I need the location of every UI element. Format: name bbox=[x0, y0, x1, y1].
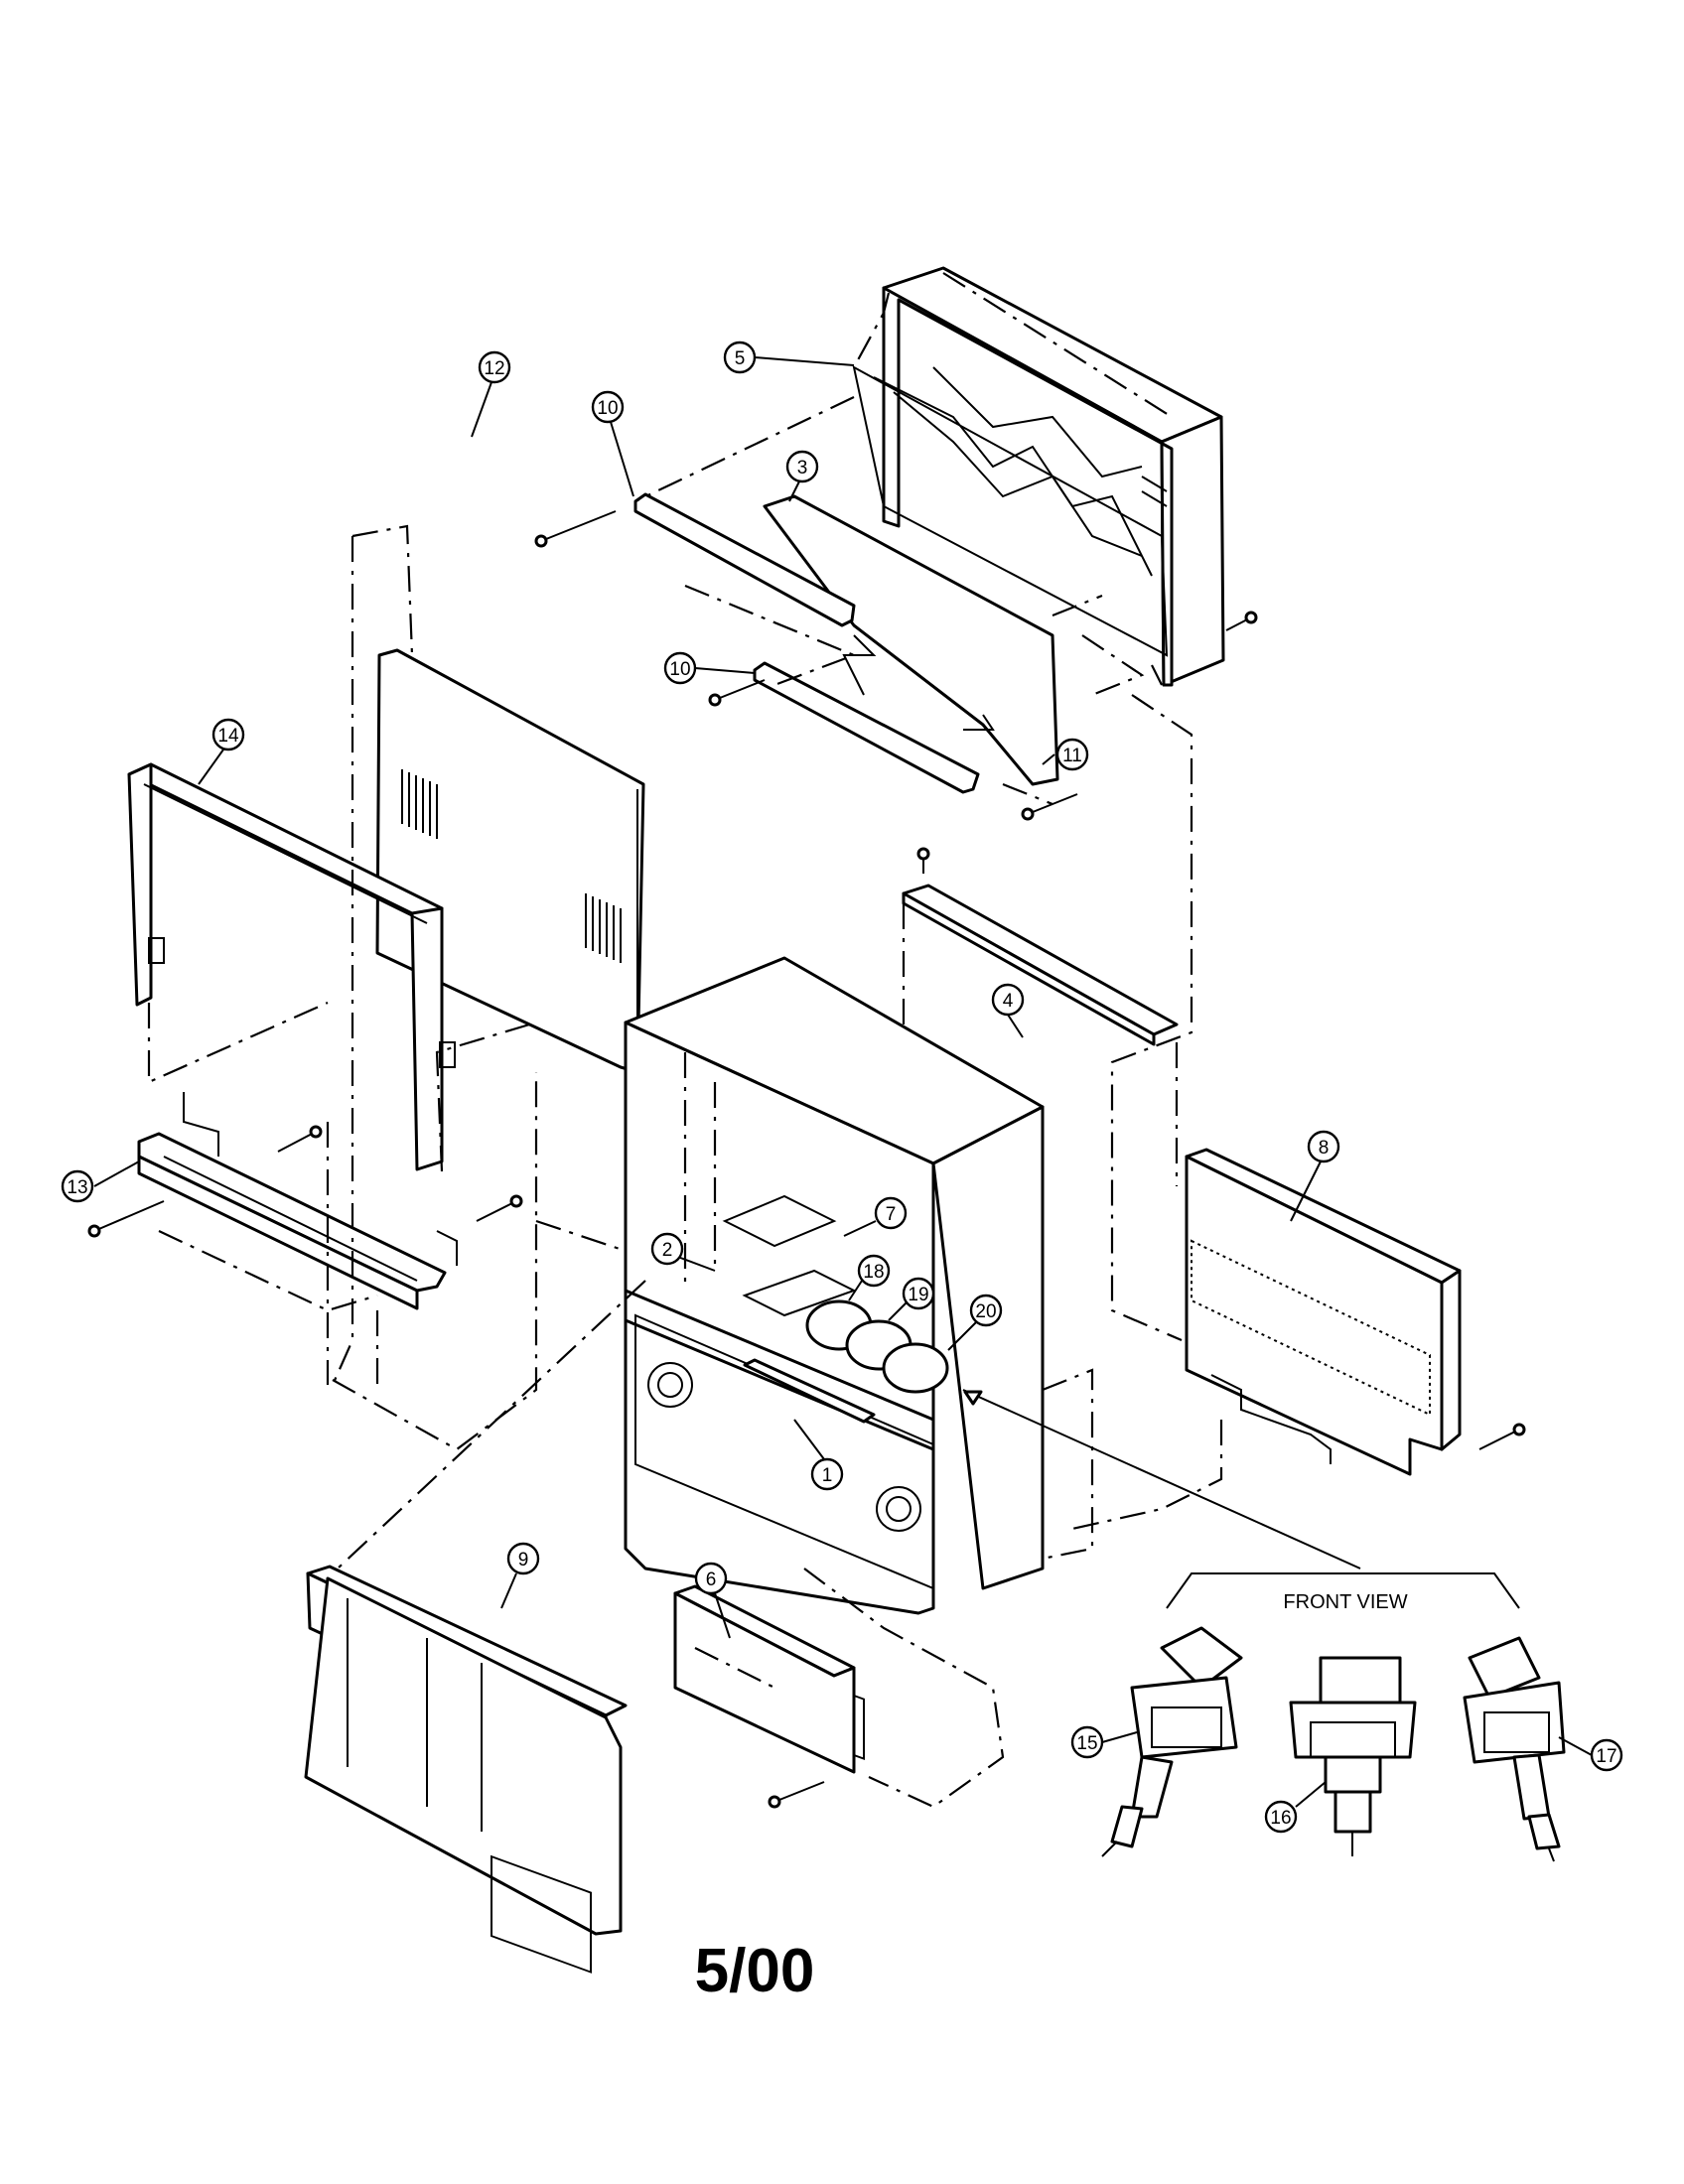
bottom-frame-part-13 bbox=[137, 1092, 458, 1310]
callout-10-lower: 10 bbox=[663, 651, 697, 685]
svg-text:19: 19 bbox=[908, 1285, 928, 1305]
front-view-label: FRONT VIEW bbox=[1283, 1591, 1407, 1613]
mirror-housing-part-5 bbox=[852, 266, 1225, 687]
callout-20: 20 bbox=[969, 1294, 1003, 1327]
callout-6: 6 bbox=[694, 1562, 728, 1595]
rear-cover-part-8 bbox=[1185, 1148, 1462, 1476]
screws bbox=[87, 510, 1526, 1809]
svg-text:10: 10 bbox=[597, 398, 618, 419]
front-view-inset: FRONT VIEW bbox=[962, 1389, 1566, 1862]
callout-14: 14 bbox=[211, 718, 245, 751]
callout-1: 1 bbox=[810, 1457, 844, 1491]
front-panel-part-9 bbox=[304, 1565, 628, 1974]
callout-4: 4 bbox=[991, 983, 1025, 1017]
projection-tube-17 bbox=[1463, 1636, 1566, 1862]
svg-text:10: 10 bbox=[669, 659, 690, 680]
svg-text:18: 18 bbox=[863, 1262, 884, 1283]
callout-5: 5 bbox=[723, 341, 757, 374]
revision-date-label: 5/00 bbox=[694, 1937, 815, 2005]
assembly-lines bbox=[147, 272, 1223, 1809]
svg-text:4: 4 bbox=[1003, 991, 1014, 1012]
rail-part-10-lower bbox=[753, 661, 980, 794]
callout-13: 13 bbox=[61, 1169, 94, 1203]
callout-7: 7 bbox=[874, 1196, 908, 1230]
svg-text:7: 7 bbox=[886, 1204, 897, 1225]
svg-text:12: 12 bbox=[484, 358, 504, 379]
svg-text:15: 15 bbox=[1076, 1733, 1097, 1754]
callout-11: 11 bbox=[1055, 738, 1089, 771]
svg-text:14: 14 bbox=[217, 726, 239, 747]
svg-text:13: 13 bbox=[67, 1177, 87, 1198]
callout-9: 9 bbox=[506, 1542, 540, 1575]
projection-tube-15 bbox=[1101, 1626, 1243, 1857]
mirror-panel-part-3 bbox=[763, 494, 1059, 786]
callout-10-upper: 10 bbox=[591, 390, 625, 424]
svg-text:2: 2 bbox=[662, 1240, 673, 1261]
svg-text:8: 8 bbox=[1319, 1138, 1330, 1159]
svg-text:5: 5 bbox=[735, 348, 746, 369]
callout-3: 3 bbox=[785, 450, 819, 483]
small-bracket-part-6 bbox=[673, 1584, 856, 1774]
main-cabinet bbox=[624, 956, 1045, 1761]
svg-text:6: 6 bbox=[706, 1570, 717, 1590]
rail-part-10-upper bbox=[633, 492, 856, 627]
svg-text:3: 3 bbox=[797, 458, 808, 478]
callout-8: 8 bbox=[1307, 1130, 1340, 1163]
callout-leaders bbox=[93, 356, 1593, 1808]
callout-15: 15 bbox=[1070, 1725, 1104, 1759]
svg-text:9: 9 bbox=[518, 1550, 529, 1570]
projection-tube-16 bbox=[1289, 1656, 1417, 1856]
svg-text:16: 16 bbox=[1270, 1808, 1291, 1829]
callout-2: 2 bbox=[650, 1232, 684, 1266]
callout-16: 16 bbox=[1264, 1800, 1298, 1834]
callout-19: 19 bbox=[902, 1277, 935, 1310]
svg-text:11: 11 bbox=[1062, 746, 1082, 766]
svg-text:17: 17 bbox=[1596, 1746, 1616, 1767]
svg-text:1: 1 bbox=[822, 1465, 833, 1486]
screen-frame-part-14 bbox=[127, 762, 456, 1171]
callout-12: 12 bbox=[478, 350, 511, 384]
callout-17: 17 bbox=[1590, 1738, 1623, 1772]
callout-18: 18 bbox=[857, 1254, 891, 1288]
svg-text:20: 20 bbox=[975, 1301, 996, 1322]
bracket-part-4 bbox=[902, 884, 1179, 1046]
